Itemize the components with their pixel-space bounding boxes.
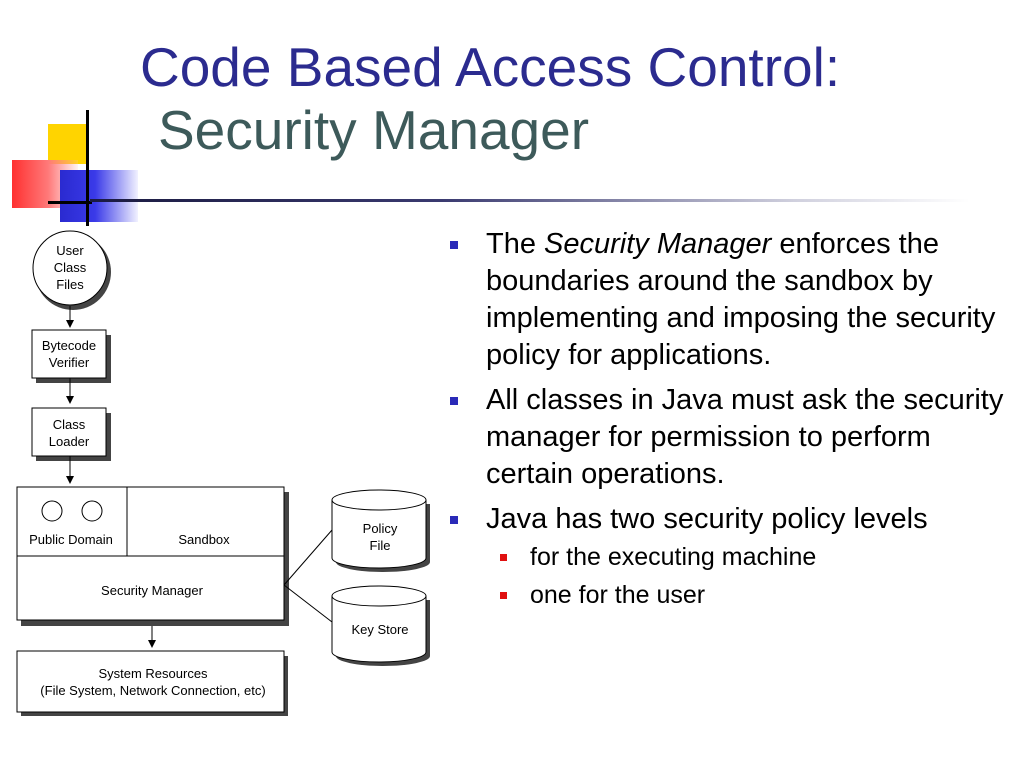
title-line-1: Code Based Access Control:	[140, 36, 841, 98]
class-loader-line-2: Loader	[49, 434, 90, 449]
sub-bullet-item-2: one for the user	[448, 576, 1018, 614]
logo-blue-square	[60, 170, 138, 222]
class-loader-line-1: Class	[53, 417, 86, 432]
user-class-files-node: User Class Files	[32, 230, 111, 310]
system-resources-node: System Resources (File System, Network C…	[16, 650, 288, 716]
bullet-item-1: The Security Manager enforces the bounda…	[448, 226, 1018, 374]
bullet-item-2: All classes in Java must ask the securit…	[448, 382, 1018, 493]
user-class-files-line-3: Files	[56, 277, 84, 292]
connector-to-policy-file	[283, 529, 333, 586]
title-rule	[90, 199, 970, 202]
public-domain-label: Public Domain	[29, 532, 113, 547]
title-line-2: Security Manager	[158, 99, 590, 162]
user-class-files-line-2: Class	[54, 260, 87, 275]
policy-file-node: Policy File	[331, 489, 430, 572]
system-resources-line-2: (File System, Network Connection, etc)	[40, 683, 265, 698]
slide-title: Code Based Access Control: Security Mana…	[140, 36, 840, 163]
security-manager-label: Security Manager	[101, 583, 204, 598]
architecture-diagram: User Class Files Bytecode Verifier Class…	[16, 230, 430, 716]
bullet-1-post: enforces the boundaries around the sandb…	[486, 228, 996, 371]
key-store-node: Key Store	[331, 585, 430, 666]
policy-file-line-1: Policy	[363, 521, 398, 536]
sub-bullet-item-1: for the executing machine	[448, 538, 1018, 576]
bytecode-verifier-line-1: Bytecode	[42, 338, 96, 353]
runtime-block: Public Domain Sandbox Security Manager	[16, 486, 289, 626]
bytecode-verifier-node: Bytecode Verifier	[31, 329, 111, 383]
class-loader-node: Class Loader	[31, 407, 111, 461]
bullet-1-italic: Security Manager	[544, 228, 772, 260]
public-domain-circle-2	[81, 500, 103, 522]
system-resources-line-1: System Resources	[98, 666, 208, 681]
bullet-item-3: Java has two security policy levels	[448, 501, 1018, 538]
bytecode-verifier-line-2: Verifier	[49, 355, 90, 370]
logo-horizontal-line	[48, 201, 92, 204]
sandbox-label: Sandbox	[178, 532, 230, 547]
public-domain-circle-1	[41, 500, 63, 522]
bullet-1-pre: The	[486, 228, 545, 260]
bullet-list: The Security Manager enforces the bounda…	[448, 226, 1018, 614]
user-class-files-line-1: User	[56, 243, 84, 258]
policy-file-line-2: File	[370, 538, 391, 553]
decorative-logo	[0, 110, 150, 230]
key-store-label: Key Store	[351, 622, 408, 637]
connector-to-key-store	[283, 584, 333, 623]
logo-yellow-square	[48, 124, 88, 164]
logo-vertical-line	[86, 110, 89, 226]
